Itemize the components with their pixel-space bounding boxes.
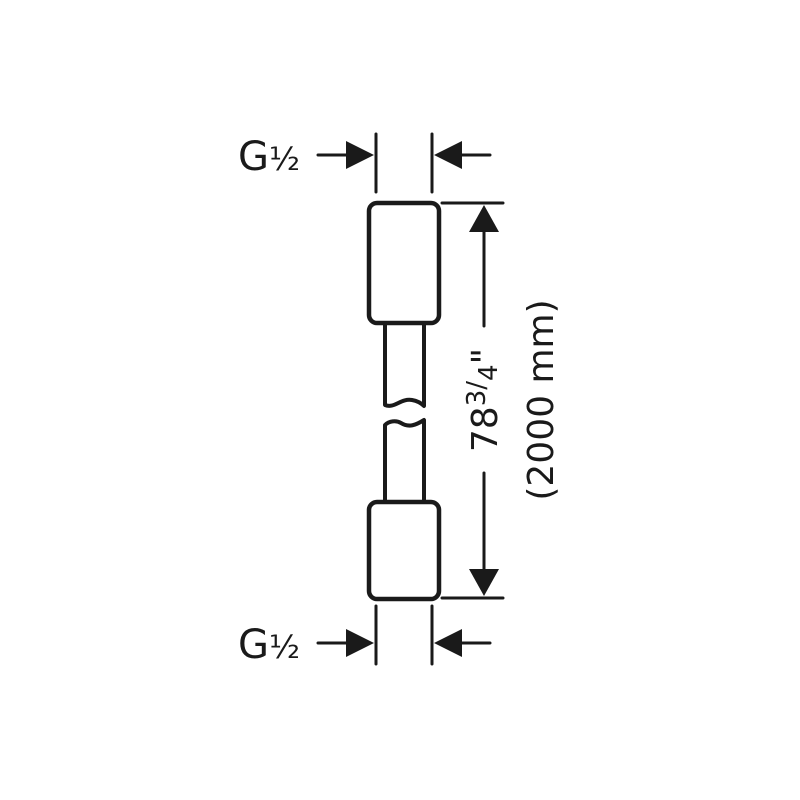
length-top-arrowhead	[469, 205, 499, 232]
hose-lower-segment	[383, 418, 426, 504]
bottom-nut	[366, 499, 442, 602]
bottom-right-arrowhead	[434, 629, 462, 657]
top-thread-label: G½	[238, 134, 300, 180]
length-imperial-label: 783/4"	[462, 348, 506, 452]
top-right-arrowhead	[434, 141, 462, 169]
bottom-left-arrowhead	[346, 629, 374, 657]
hose-upper-segment	[383, 321, 426, 408]
top-left-arrowhead	[346, 141, 374, 169]
length-bottom-arrowhead	[469, 569, 499, 596]
bottom-thread-label: G½	[238, 622, 300, 668]
length-metric-label: (2000 mm)	[521, 299, 562, 500]
top-nut	[366, 200, 442, 326]
